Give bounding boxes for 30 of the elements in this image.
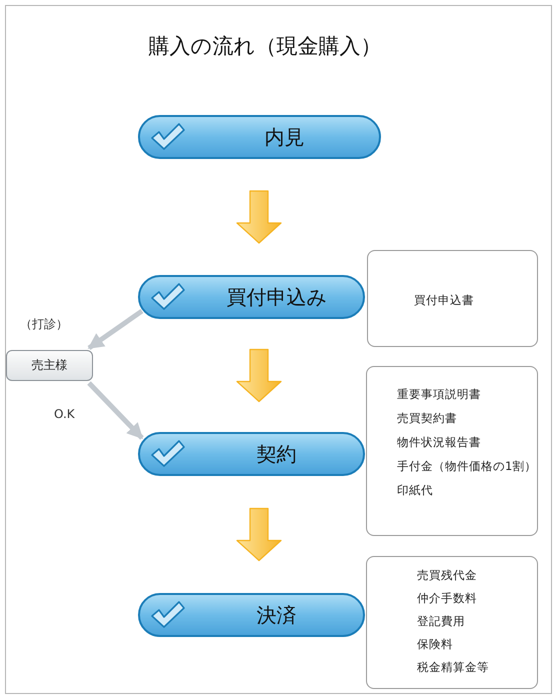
edge-label: O.K	[53, 406, 76, 420]
list-item: 手付金（物件価格の1割）	[397, 459, 536, 474]
step-label: 買付申込み	[226, 284, 328, 310]
block-arrow	[236, 190, 282, 244]
block-arrow	[236, 348, 282, 402]
list-item: 税金精算金等	[417, 660, 489, 675]
list-item: 保険料	[417, 637, 453, 652]
list-item: 重要事項説明書	[397, 387, 481, 402]
list-item: 登記費用	[417, 614, 465, 629]
list-item: 売買契約書	[397, 411, 457, 426]
arrow	[88, 308, 144, 350]
step-pill	[138, 432, 365, 476]
document-list-box	[366, 366, 538, 536]
block-arrow	[236, 508, 282, 562]
step-label: 内見	[264, 124, 306, 150]
seller-button: 売主様	[6, 350, 93, 381]
step-pill	[138, 115, 381, 159]
step-label: 契約	[256, 440, 298, 468]
step-pill	[138, 275, 365, 319]
document-list-box	[366, 556, 538, 689]
step-pill	[138, 593, 365, 637]
diagram-title: 購入の流れ（現金購入）	[148, 33, 382, 60]
list-item: 仲介手数料	[417, 591, 477, 606]
list-item: 物件状況報告書	[397, 435, 481, 450]
arrow	[87, 381, 144, 440]
list-item: 売買残代金	[417, 568, 477, 583]
list-item: 買付申込書	[414, 293, 474, 308]
step-label: 決済	[256, 602, 298, 628]
document-list-box	[367, 250, 538, 347]
list-item: 印紙代	[397, 483, 433, 498]
